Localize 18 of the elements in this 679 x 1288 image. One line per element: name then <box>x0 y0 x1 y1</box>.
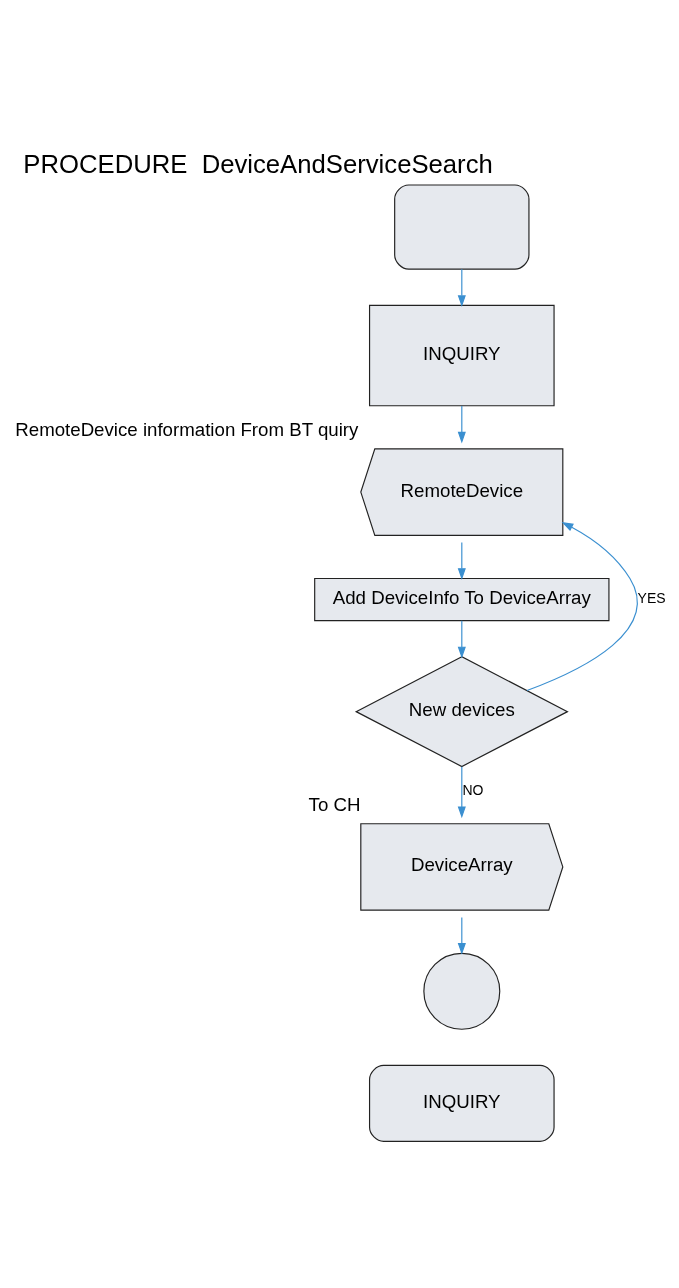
node-label: RemoteDevice information From BT quiry <box>15 418 359 440</box>
node-diamond: New devices <box>354 655 569 767</box>
node-box: Add DeviceInfo To DeviceArray <box>314 577 610 621</box>
diagram-title: PROCEDURE DeviceAndServiceSearch <box>23 149 493 178</box>
node-box <box>394 183 530 270</box>
arrow <box>457 268 466 307</box>
node-box: INQUIRY <box>369 1064 555 1142</box>
node-box: INQUIRY <box>369 304 555 406</box>
arrow <box>457 404 466 443</box>
arrow <box>457 916 466 955</box>
arrow <box>457 619 466 658</box>
arrow <box>457 541 466 580</box>
node-label: To CH <box>308 793 361 815</box>
arrow <box>457 765 466 818</box>
node-circle <box>423 952 501 1030</box>
edge-label: YES <box>637 589 666 606</box>
arrow <box>526 521 638 691</box>
edge-label: NO <box>462 781 484 798</box>
